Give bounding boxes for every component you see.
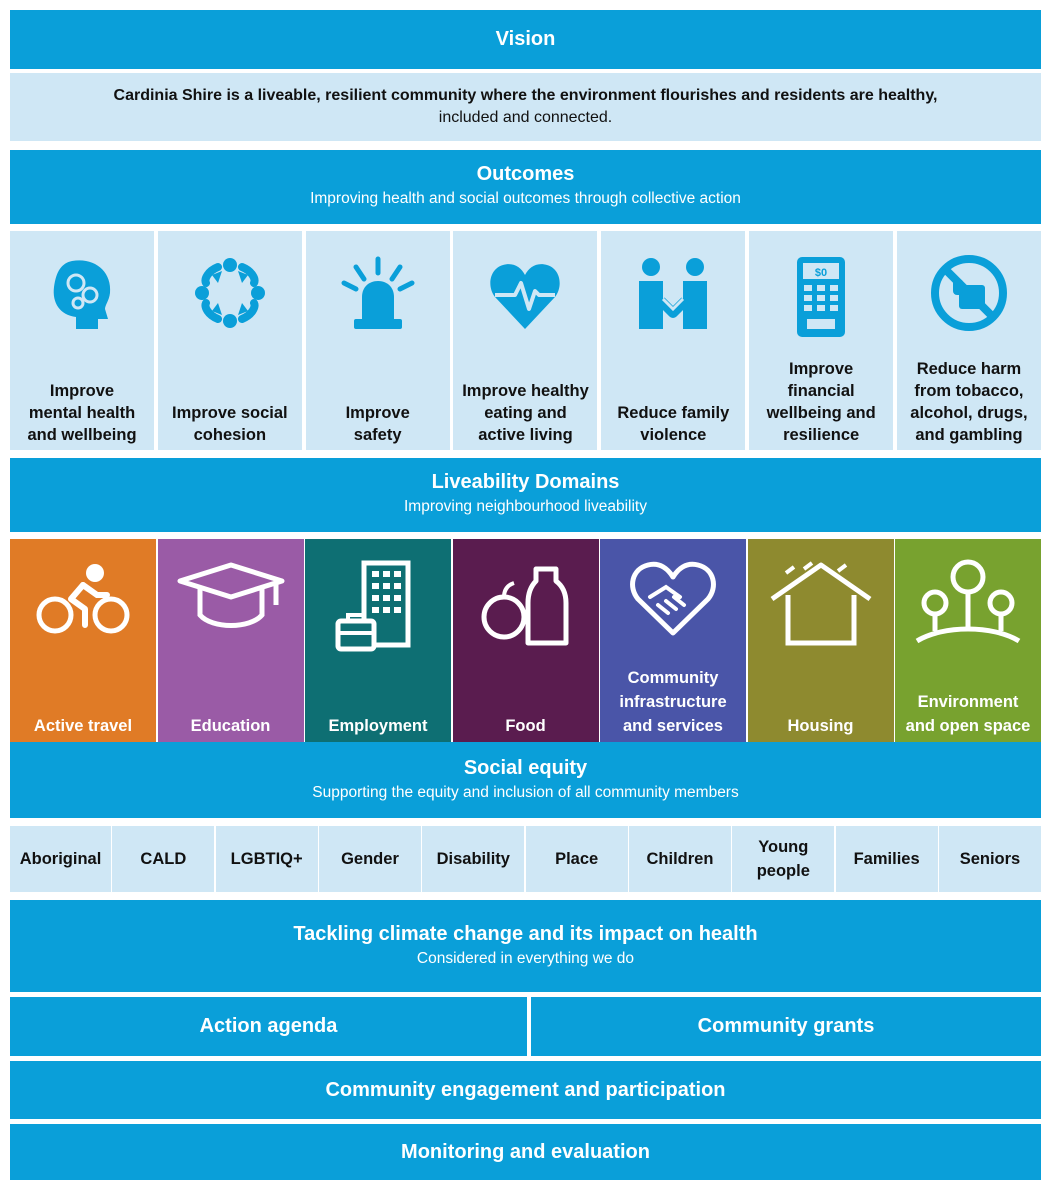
outcome-label: Improve mental health and wellbeing bbox=[27, 382, 137, 444]
climate-subtitle: Considered in everything we do bbox=[416, 950, 635, 967]
outcome-label: Improve social cohesion bbox=[172, 404, 288, 444]
equity-group: LGBTIQ+ bbox=[215, 826, 318, 892]
equity-title: Social equity bbox=[463, 757, 588, 779]
domain-label: Education bbox=[190, 717, 271, 735]
outcome-safety: Improve safety bbox=[305, 231, 450, 450]
apple-bottle-icon bbox=[481, 566, 568, 646]
agenda-grants-row: Action agenda Community grants bbox=[10, 997, 1041, 1056]
equity-group: Disability bbox=[422, 826, 525, 892]
domain-housing: Housing bbox=[747, 539, 894, 744]
equity-group: Aboriginal bbox=[10, 826, 111, 892]
trees-icon bbox=[915, 559, 1021, 644]
vision-statement-bold: Cardinia Shire is a liveable, resilient … bbox=[113, 87, 938, 104]
house-icon bbox=[770, 561, 871, 646]
engagement-title: Community engagement and participation bbox=[325, 1079, 726, 1101]
outcomes-row: Improve mental health and wellbeing Impr… bbox=[10, 231, 1041, 450]
outcome-label: Improve safety bbox=[345, 404, 410, 444]
no-drugs-icon bbox=[930, 255, 1007, 331]
equity-band: Social equity Supporting the equity and … bbox=[10, 742, 1041, 818]
equity-group: Gender bbox=[318, 826, 421, 892]
equity-group: Families bbox=[835, 826, 938, 892]
equity-group: Children bbox=[628, 826, 731, 892]
outcomes-title: Outcomes bbox=[476, 163, 575, 185]
monitoring-band: Monitoring and evaluation bbox=[10, 1124, 1041, 1180]
office-building-icon bbox=[335, 560, 411, 652]
outcome-mental-health: Improve mental health and wellbeing bbox=[10, 231, 154, 450]
svg-text:$0: $0 bbox=[815, 267, 827, 279]
siren-icon bbox=[341, 256, 415, 329]
outcome-label: Reduce harm from tobacco, alcohol, drugs… bbox=[910, 360, 1028, 444]
heart-pulse-icon bbox=[490, 264, 561, 329]
outcome-label: Reduce family violence bbox=[617, 404, 730, 444]
domain-environment: Environment and open space bbox=[895, 539, 1041, 744]
domains-band: Liveability Domains Improving neighbourh… bbox=[10, 458, 1041, 532]
people-circle-icon bbox=[194, 258, 265, 328]
equity-group: CALD bbox=[112, 826, 215, 892]
outcomes-subtitle: Improving health and social outcomes thr… bbox=[310, 190, 741, 207]
vision-band: Vision bbox=[10, 10, 1041, 69]
vision-title: Vision bbox=[495, 28, 556, 50]
domain-label: Environment and open space bbox=[905, 693, 1031, 735]
equity-group: Place bbox=[525, 826, 628, 892]
outcomes-band: Outcomes Improving health and social out… bbox=[10, 150, 1041, 224]
payment-terminal-icon: $0 bbox=[797, 257, 846, 337]
domains-subtitle: Improving neighbourhood liveability bbox=[404, 498, 647, 515]
domains-title: Liveability Domains bbox=[431, 471, 620, 493]
domain-label: Active travel bbox=[33, 717, 133, 735]
vision-statement-rest: included and connected. bbox=[438, 109, 613, 126]
family-icon bbox=[639, 258, 708, 329]
domain-label: Food bbox=[505, 717, 546, 735]
climate-title: Tackling climate change and its impact o… bbox=[293, 923, 758, 945]
cyclist-icon bbox=[36, 564, 130, 634]
outcome-label: Improve financial wellbeing and resilien… bbox=[766, 360, 876, 444]
domain-community-infrastructure: Community infrastructure and services bbox=[600, 539, 746, 744]
domain-food: Food bbox=[452, 539, 599, 744]
domain-education: Education bbox=[157, 539, 304, 744]
domain-label: Housing bbox=[787, 717, 854, 735]
heart-handshake-icon bbox=[630, 561, 716, 636]
domain-label: Community infrastructure and services bbox=[619, 669, 727, 735]
equity-group: Seniors bbox=[938, 826, 1041, 892]
outcome-family-violence: Reduce family violence bbox=[601, 231, 746, 450]
equity-group: Young people bbox=[732, 826, 835, 892]
outcome-social-cohesion: Improve social cohesion bbox=[157, 231, 302, 450]
action-agenda: Action agenda bbox=[10, 997, 527, 1056]
vision-statement: Cardinia Shire is a liveable, resilient … bbox=[10, 73, 1041, 141]
head-gears-icon bbox=[53, 260, 111, 329]
community-grants: Community grants bbox=[531, 997, 1041, 1056]
engagement-band: Community engagement and participation bbox=[10, 1061, 1041, 1119]
outcome-reduce-harm: Reduce harm from tobacco, alcohol, drugs… bbox=[896, 231, 1041, 450]
equity-subtitle: Supporting the equity and inclusion of a… bbox=[312, 784, 739, 801]
domains-row: Active travel Education bbox=[10, 539, 1041, 744]
domain-employment: Employment bbox=[305, 539, 451, 744]
domain-label: Employment bbox=[328, 717, 428, 735]
outcome-financial: $0 Improve financial wellbeing and resil… bbox=[749, 231, 894, 450]
domain-active-travel: Active travel bbox=[10, 539, 156, 744]
monitoring-title: Monitoring and evaluation bbox=[401, 1141, 650, 1163]
graduation-cap-icon bbox=[177, 562, 284, 628]
equity-row: Aboriginal CALD LGBTIQ+ Gender Disabilit… bbox=[10, 826, 1041, 892]
outcome-label: Improve healthy eating and active living bbox=[462, 382, 589, 444]
climate-band: Tackling climate change and its impact o… bbox=[10, 900, 1041, 992]
outcome-healthy-eating: Improve healthy eating and active living bbox=[453, 231, 598, 450]
